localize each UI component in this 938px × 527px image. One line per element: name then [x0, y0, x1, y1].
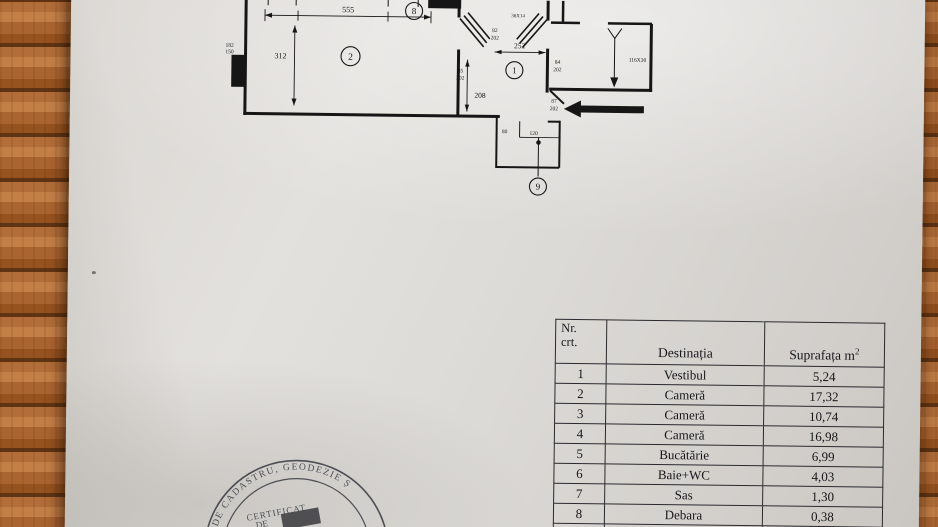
- dim-85: 85: [458, 69, 464, 75]
- plan-labels: 555 312 252 208 182 150 85 202 82 202 36…: [225, 5, 647, 191]
- stamp-center-text: CERTIFICAT DE: [246, 502, 321, 527]
- dim-87-202: 202: [550, 106, 559, 112]
- floor-plan-drawing: 555 312 252 208 182 150 85 202 82 202 36…: [225, 0, 653, 196]
- header-suprafata-text: Suprafața m: [789, 346, 856, 363]
- wall-pier: [231, 54, 245, 87]
- stamp-dark-box: [280, 507, 321, 527]
- header-nr-crt: Nr. crt.: [555, 319, 607, 364]
- dim-252: 252: [514, 41, 526, 50]
- cell-dest: Sas: [604, 483, 763, 506]
- dimension-arrowheads: [265, 12, 546, 112]
- cell-dest: Cameră: [605, 423, 764, 446]
- cell-nr: 2: [554, 383, 607, 404]
- wall-block: [428, 0, 462, 9]
- dim-312: 312: [274, 51, 286, 60]
- paper-document: 555 312 252 208 182 150 85 202 82 202 36…: [64, 0, 926, 527]
- cell-nr: 4: [554, 423, 606, 444]
- cell-nr: 5: [554, 443, 606, 464]
- cell-area: 16,98: [763, 425, 884, 448]
- window-arrow-icon: [607, 28, 623, 88]
- cell-nr: 6: [553, 463, 606, 484]
- room-number-2: 2: [348, 53, 353, 63]
- dimension-lines: [264, 9, 546, 112]
- header-nr-line2: crt.: [560, 334, 578, 349]
- cell-nr: 8: [553, 503, 605, 524]
- stamp-line2: DE: [255, 518, 269, 527]
- door-hatch-icon: [459, 12, 565, 105]
- header-nr-line1: Nr.: [561, 320, 577, 336]
- dim-116x30: 116X30: [629, 58, 647, 64]
- dim-87: 87: [551, 99, 557, 105]
- dim-120: 120: [529, 131, 538, 137]
- plan-walls: [231, 0, 653, 196]
- dim-82-202: 202: [491, 35, 500, 41]
- dim-150: 150: [225, 49, 234, 55]
- cell-dest: Cameră: [605, 383, 765, 406]
- cell-dest: Cameră: [605, 403, 764, 426]
- cell-area: 10,74: [763, 405, 884, 428]
- cell-area: 17,32: [763, 385, 885, 408]
- area-table: Nr. crt. Destinația Suprafața m2 1 Vesti…: [552, 318, 886, 527]
- cell-dest: Debara: [604, 503, 763, 526]
- cell-area: 5,24: [764, 365, 885, 388]
- cell-area: 1,30: [762, 485, 883, 508]
- header-destinatia: Destinația: [606, 319, 765, 366]
- dim-85-202: 202: [456, 76, 465, 82]
- table-header-row: Nr. crt. Destinația Suprafața m2: [555, 319, 885, 368]
- stamp-circles: [203, 459, 390, 527]
- entrance-arrow-icon: [563, 100, 644, 118]
- cell-dest: Vestibul: [606, 363, 765, 386]
- cell-nr: [553, 523, 605, 527]
- cell-dest: Bucătărie: [605, 443, 764, 466]
- room-number-circles: [340, 1, 547, 196]
- room-number-8: 8: [412, 6, 417, 16]
- paper-speck: [91, 271, 96, 275]
- room-number-9: 9: [536, 181, 541, 191]
- cell-nr: 3: [554, 403, 606, 424]
- dim-80: 80: [502, 129, 508, 135]
- dim-208: 208: [474, 91, 486, 100]
- dim-182: 182: [225, 43, 234, 49]
- stamp-arc-text: AL DE CADASTRU, GEODEZIE Ș: [207, 461, 353, 527]
- room-number-1: 1: [512, 65, 517, 75]
- cell-nr: 1: [555, 363, 607, 384]
- cell-area: 4,03: [762, 465, 884, 488]
- header-suprafata-sup: 2: [854, 345, 860, 356]
- dim-82: 82: [492, 28, 498, 34]
- cell-area: 0,38: [762, 505, 883, 527]
- cell-dest: Baie+WC: [604, 463, 764, 486]
- dim-555: 555: [342, 5, 354, 14]
- dim-84: 84: [555, 60, 561, 66]
- cell-nr: 7: [553, 483, 605, 504]
- niche-outline: [495, 116, 561, 177]
- header-suprafata: Suprafața m2: [764, 321, 885, 368]
- wall-fragment-ticks: [267, 0, 419, 8]
- cell-area: 6,99: [763, 445, 884, 468]
- round-stamp: AL DE CADASTRU, GEODEZIE Ș CERTIFICAT DE: [203, 459, 390, 527]
- dim-36x14: 36X14: [511, 14, 525, 19]
- dim-84-202: 202: [553, 67, 562, 73]
